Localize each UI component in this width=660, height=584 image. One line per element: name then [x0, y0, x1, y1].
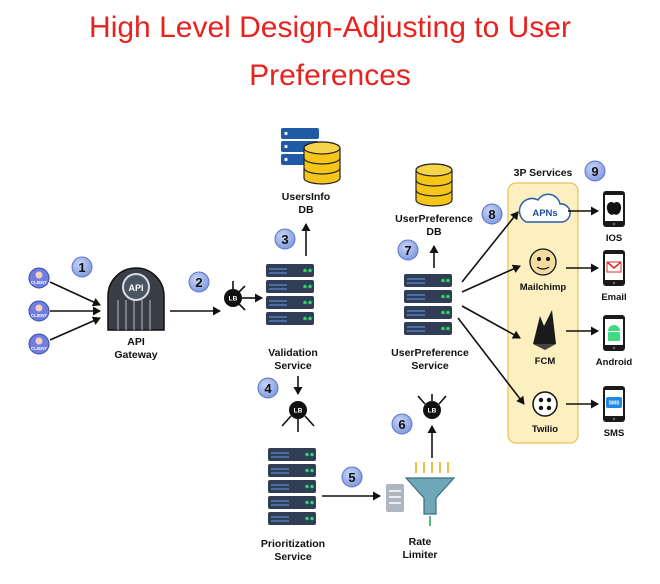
server-icon [268, 448, 316, 461]
prioritization-service: Prioritization Service [261, 448, 325, 563]
users-info-db-label-1: UsersInfo [282, 191, 330, 203]
third-party-panel [507, 182, 579, 444]
step-number: 2 [195, 275, 202, 290]
mailchimp-icon [529, 248, 557, 276]
step-number: 7 [404, 243, 411, 258]
load-balancer-icon [289, 401, 307, 419]
step-badge-3: 3 [274, 228, 296, 250]
sms-icon [606, 397, 622, 408]
validation-service-label-2: Service [274, 360, 312, 372]
sms-target: SMS SMS [603, 386, 625, 439]
client-3: CLIENT [28, 333, 50, 355]
mailchimp-service: Mailchimp [520, 248, 567, 293]
android-target: Android [596, 315, 633, 368]
users-info-db: UsersInfo DB [281, 128, 341, 216]
rate-limiter: Rate Limiter [386, 462, 456, 561]
step-badge-2: 2 [188, 271, 210, 293]
server-icon [404, 274, 452, 287]
rate-limiter-label-1: Rate [409, 536, 432, 548]
funnel-icon [404, 477, 456, 515]
lb-label: LB [428, 408, 437, 415]
step-number: 1 [78, 260, 85, 275]
lb-label: LB [294, 408, 303, 415]
edge-userpref-apns [461, 211, 519, 283]
email-label: Email [601, 292, 626, 303]
step-badge-1: 1 [71, 256, 93, 278]
fcm-service: FCM [533, 310, 556, 367]
database-icon [303, 141, 341, 185]
android-icon [608, 325, 620, 331]
client-label: CLIENT [31, 313, 48, 318]
edge-client1-gateway [49, 281, 101, 307]
validation-service: Validation Service [266, 264, 318, 372]
fcm-label: FCM [535, 356, 556, 367]
user-preference-service: UserPreference Service [391, 274, 469, 372]
step-badge-8: 8 [481, 203, 503, 225]
client-label: CLIENT [31, 280, 48, 285]
validation-service-label-1: Validation [268, 347, 318, 359]
step-number: 8 [488, 207, 495, 222]
step-badge-7: 7 [397, 239, 419, 261]
load-balancer-2: LB [281, 401, 315, 432]
user-preference-service-label-2: Service [411, 360, 449, 372]
step-badge-5: 5 [341, 466, 363, 488]
load-balancer-1: LB [223, 280, 251, 311]
sms-label: SMS [604, 428, 625, 439]
third-party-heading: 3P Services [514, 167, 573, 179]
api-gateway: API API Gateway [107, 267, 165, 361]
edge-userpref-fcm [461, 305, 521, 339]
twilio-label: Twilio [532, 424, 558, 435]
client-2: CLIENT [28, 300, 50, 322]
edge-client3-gateway [49, 316, 101, 341]
prioritization-service-label-1: Prioritization [261, 538, 325, 550]
mailchimp-label: Mailchimp [520, 282, 567, 293]
step-number: 3 [281, 232, 288, 247]
client-label: CLIENT [31, 346, 48, 351]
sms-icon-text: SMS [609, 401, 621, 407]
step-badge-9: 9 [584, 160, 606, 182]
twilio-icon [532, 391, 558, 417]
step-number: 9 [591, 164, 598, 179]
apple-icon [606, 201, 622, 215]
step-badge-4: 4 [257, 377, 279, 399]
rate-limiter-label-2: Limiter [402, 549, 437, 561]
client-1: CLIENT [28, 267, 50, 289]
cloud-icon [518, 193, 571, 223]
twilio-service: Twilio [532, 391, 558, 435]
user-preference-service-label-1: UserPreference [391, 347, 469, 359]
gmail-icon [606, 261, 622, 270]
step-number: 5 [348, 470, 355, 485]
step-badge-6: 6 [391, 413, 413, 435]
api-gateway-label-2: Gateway [114, 349, 157, 361]
user-preference-db-label-2: DB [426, 226, 442, 238]
user-preference-db-label-1: UserPreference [395, 213, 473, 225]
step-number: 6 [398, 417, 405, 432]
lb-label: LB [229, 296, 238, 303]
user-preference-db: UserPreference DB [395, 163, 473, 238]
api-gateway-label-1: API [127, 336, 145, 348]
server-icon [266, 264, 314, 277]
android-label: Android [596, 357, 633, 368]
load-balancer-icon [423, 401, 441, 419]
apns-label: APNs [532, 208, 557, 219]
load-balancer-3: LB [417, 394, 447, 419]
ios-label: IOS [606, 233, 622, 244]
step-number: 4 [264, 381, 272, 396]
database-icon [415, 163, 453, 207]
users-info-db-label-2: DB [298, 204, 314, 216]
apns-service: APNs [518, 193, 571, 223]
prioritization-service-label-2: Service [274, 551, 312, 563]
title-line-1: High Level Design-Adjusting to User [89, 11, 571, 44]
ios-target: IOS [603, 191, 625, 244]
edge-userpref-mailchimp [461, 264, 521, 293]
firebase-icon [533, 310, 556, 344]
queue-icon [386, 484, 404, 512]
api-icon-text: API [128, 283, 143, 293]
edge-userpref-twilio [457, 317, 525, 405]
email-target: Email [601, 250, 627, 303]
title-line-2: Preferences [249, 59, 411, 92]
